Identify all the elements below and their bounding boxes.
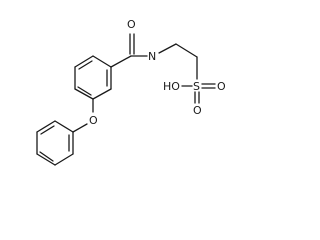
amide-nitrogen-label: N (148, 50, 156, 63)
structural-formula: O N HO S O O O (36, 18, 226, 166)
carbonyl-oxygen-label: O (127, 18, 136, 31)
atom-labels: O N HO S O O O (89, 18, 226, 127)
sulfur-label: S (193, 80, 200, 93)
ring2-double-3 (40, 125, 55, 135)
ring2-double-2 (39, 151, 54, 162)
ring2-bond-2 (54, 153, 74, 166)
ring1-bond-5 (74, 55, 94, 68)
hydroxyl-label: HO (163, 80, 180, 93)
ring2-bond-3 (36, 153, 56, 166)
ring2-bond-6 (54, 120, 74, 133)
ring1-bond-2 (92, 88, 112, 100)
bond-ring-carbonyl (110, 55, 132, 68)
ring1-bond-6 (92, 55, 112, 68)
ring1-double-3 (78, 60, 93, 70)
ring1-double-2 (77, 86, 92, 96)
bond-ether-o-phenyl (72, 123, 88, 133)
ring2-bond-5 (36, 120, 56, 133)
ether-oxygen-label: O (89, 114, 98, 127)
bond-ch2-ch2 (175, 43, 198, 58)
sulfonyl-oxygen-right-label: O (217, 80, 226, 93)
bonds (36, 33, 216, 166)
sulfonyl-oxygen-bottom-label: O (193, 104, 202, 117)
bond-n-ch2 (158, 43, 177, 54)
ring1-bond-3 (74, 88, 94, 100)
